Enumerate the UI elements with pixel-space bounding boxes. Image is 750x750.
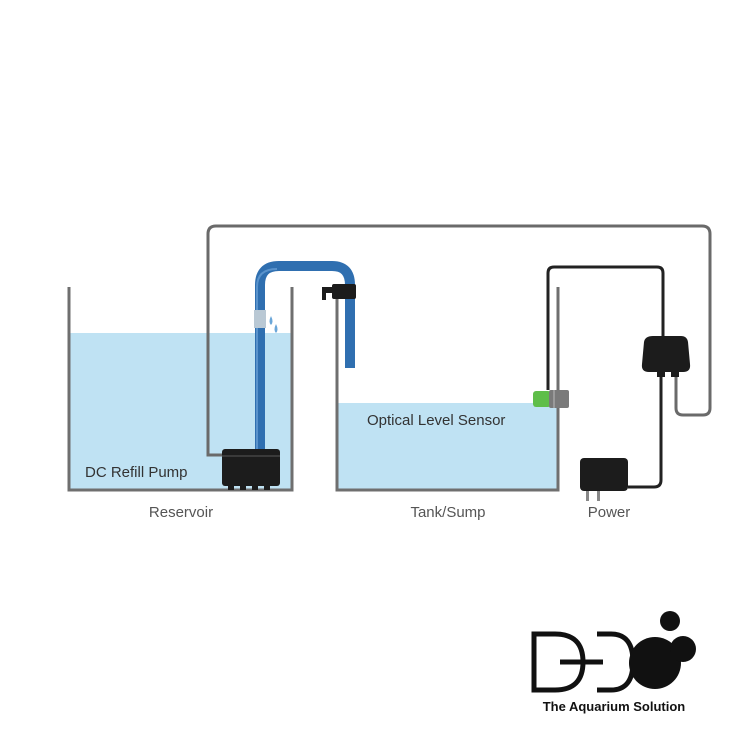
sensor-label: Optical Level Sensor [367,412,505,429]
reservoir-caption: Reservoir [149,504,213,521]
power-cable [628,372,663,489]
tube-holder-clip [322,284,356,300]
logo-bubble-medium [670,636,696,662]
tank-caption: Tank/Sump [410,504,485,521]
logo-bubble-large [629,637,681,689]
controller-box [641,336,691,377]
pump-label: DC Refill Pump [85,464,188,481]
reservoir-tank [67,287,294,492]
logo-tagline: The Aquarium Solution [543,699,686,714]
optical-level-sensor [533,390,569,408]
refill-tube-highlight [256,268,278,450]
power-adapter [580,458,628,501]
sensor-cable [546,265,665,390]
sump-tank [335,287,560,492]
pump-cable [206,224,712,457]
sump-water [337,403,558,490]
logo-bubble-small [660,611,680,631]
dd-logo-mark [531,631,636,693]
droplet-icon [274,324,278,333]
dc-refill-pump [222,449,280,490]
tube-band [254,310,266,328]
droplet-icon [269,316,273,325]
refill-tube [255,261,355,455]
power-caption: Power [588,504,631,521]
